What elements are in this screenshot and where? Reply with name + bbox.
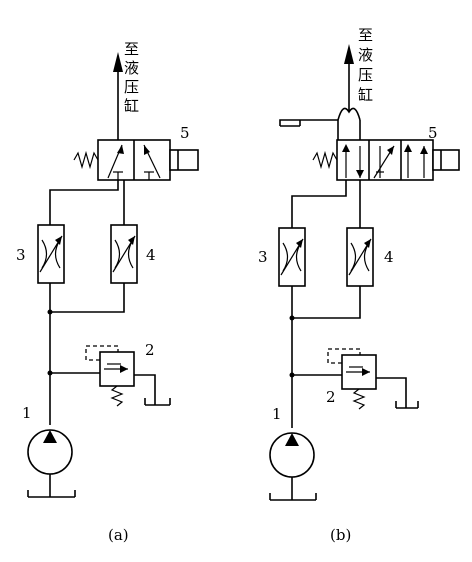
outlet-char-4-b: 缸 <box>358 86 373 104</box>
spring-icon <box>352 388 366 410</box>
label-pump-1-a: 1 <box>22 404 32 422</box>
throttle-valve-4-b <box>346 227 374 287</box>
label-throttle-3-a: 3 <box>16 246 26 264</box>
label-throttle-4-a: 4 <box>146 246 156 264</box>
outlet-char-1-a: 至 <box>124 40 139 58</box>
diagram-b: 至 液 压 缸 <box>258 26 460 544</box>
relief-valve-2-a <box>50 345 171 407</box>
outlet-char-4-a: 缸 <box>124 97 139 115</box>
label-valve-5-b: 5 <box>428 124 438 142</box>
outlet-char-3-a: 压 <box>124 78 139 96</box>
label-relief-2-a: 2 <box>145 341 155 359</box>
pump-1-a <box>27 429 76 498</box>
caption-a: (a) <box>108 526 129 544</box>
label-valve-5-a: 5 <box>180 124 190 142</box>
diagram-a: 至 液 压 缸 5 <box>16 40 199 544</box>
throttle-valve-3-a <box>37 224 65 284</box>
directional-valve-b <box>312 139 460 181</box>
spring-icon <box>73 150 99 170</box>
outlet-char-2-b: 液 <box>358 46 373 64</box>
outlet-arrow-b <box>344 44 354 64</box>
throttle-valve-4-a <box>110 224 138 284</box>
outlet-arrow-a <box>113 52 123 72</box>
spring-icon <box>110 385 124 407</box>
relief-valve-2-b <box>292 348 419 410</box>
solenoid-icon <box>169 149 199 171</box>
label-relief-2-b: 2 <box>326 388 336 406</box>
label-throttle-4-b: 4 <box>384 248 394 266</box>
pump-1-b <box>269 432 317 501</box>
label-pump-1-b: 1 <box>272 405 282 423</box>
outlet-char-2-a: 液 <box>124 59 139 77</box>
label-throttle-3-b: 3 <box>258 248 268 266</box>
directional-valve-a <box>73 139 199 181</box>
spring-icon <box>312 150 338 170</box>
throttle-valve-3-b <box>278 227 306 287</box>
outlet-char-1-b: 至 <box>358 26 373 44</box>
solenoid-icon <box>432 149 460 171</box>
outlet-char-3-b: 压 <box>358 66 373 84</box>
caption-b: (b) <box>330 526 351 544</box>
